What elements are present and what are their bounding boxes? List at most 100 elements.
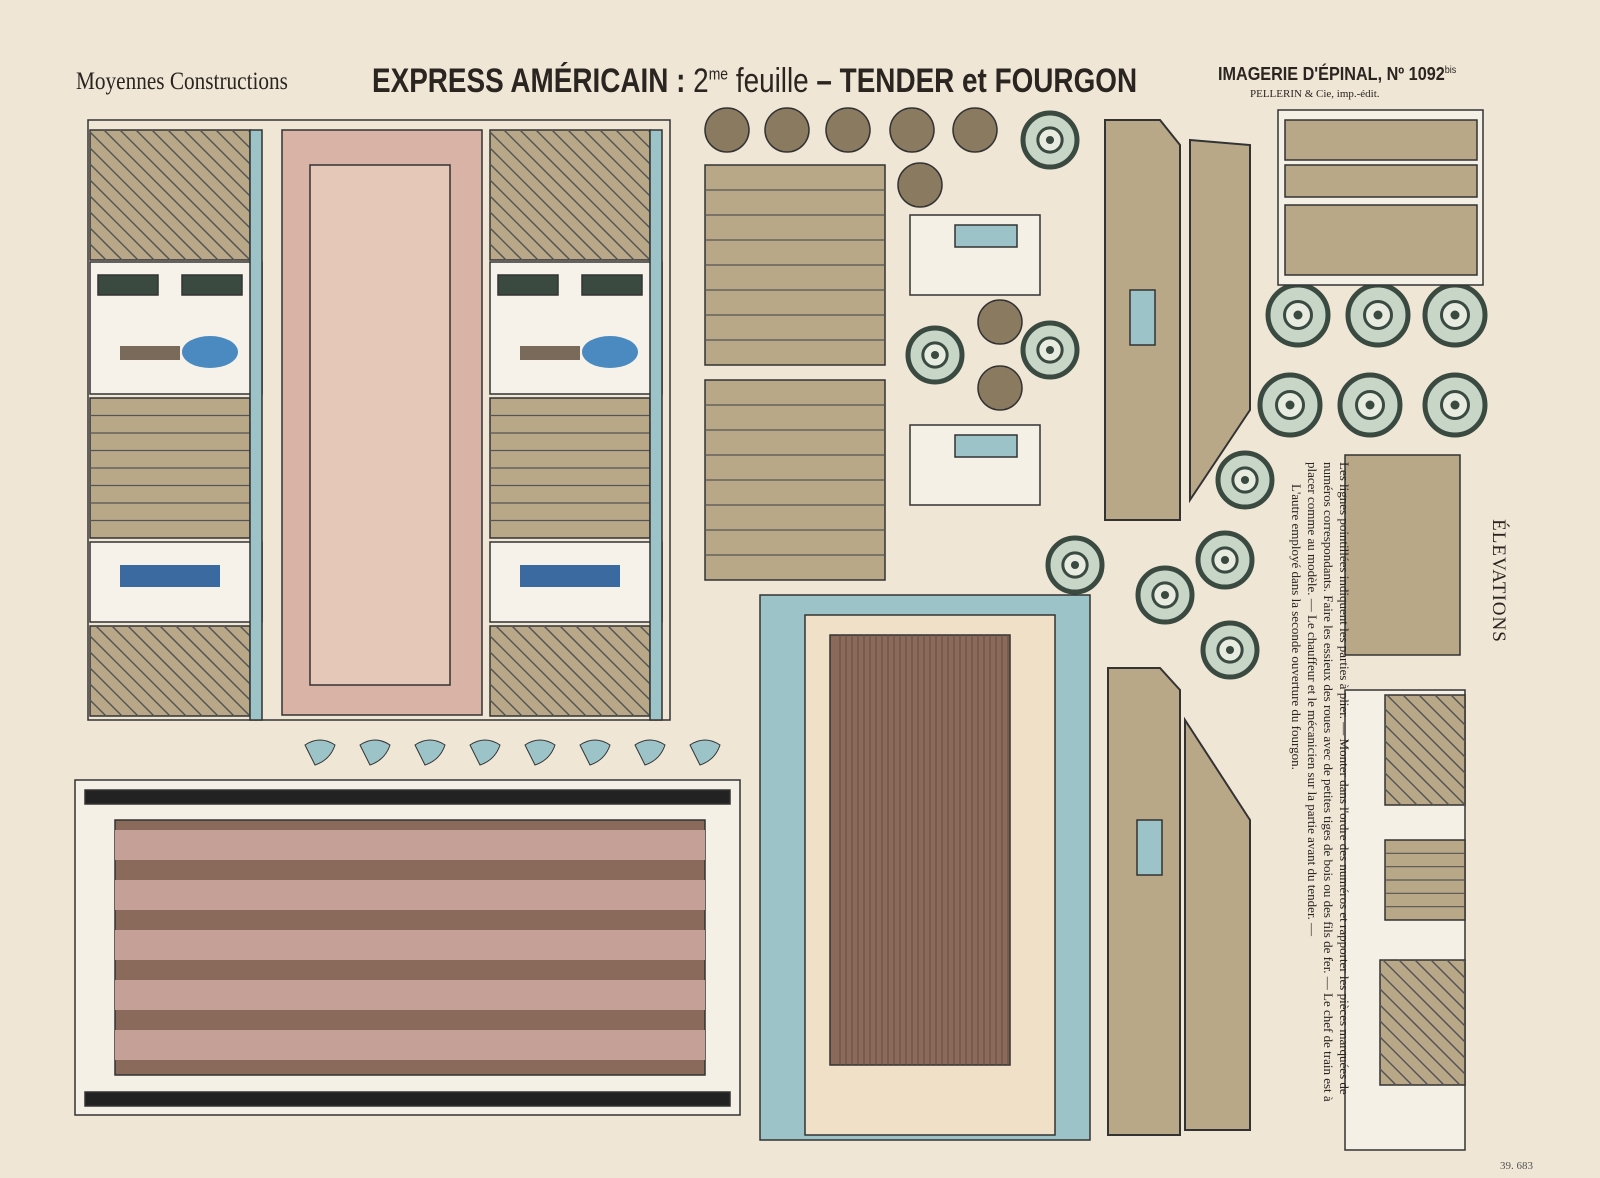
- side-hatch-top-hatch: [489, 147, 603, 261]
- grille: [181, 274, 243, 296]
- side-hatch-top-hatch: [89, 179, 171, 261]
- elevation-hatch-2-hatch: [1382, 959, 1466, 1043]
- elevation-hatch-2-hatch: [1414, 959, 1466, 1011]
- side-hatch-top-hatch: [119, 129, 251, 261]
- disc-part: [704, 107, 750, 153]
- hook-part: [524, 739, 556, 766]
- rail-bottom: [84, 1091, 731, 1107]
- tender-side-2: [1107, 667, 1181, 1136]
- side-hatch-bottom-hatch: [89, 667, 139, 717]
- figure-uniform: [120, 565, 220, 587]
- side-hatch-top-hatch: [489, 211, 539, 261]
- side-hatch-bottom-hatch: [489, 667, 539, 717]
- side-hatch-bottom-hatch: [489, 683, 523, 717]
- tender-slope-2: [1184, 716, 1251, 1131]
- disc-part: [952, 107, 998, 153]
- publisher-text: IMAGERIE D'ÉPINAL, Nº 1092: [1218, 64, 1445, 84]
- side-hatch-top-hatch: [183, 129, 251, 197]
- tank-strip: [1284, 164, 1478, 198]
- side-hatch-bottom-hatch: [127, 625, 219, 717]
- side-hatch-bottom-hatch: [175, 625, 251, 701]
- elevation-hatch-2-hatch: [1379, 988, 1466, 1075]
- side-hatch-top-hatch: [151, 129, 251, 229]
- floor-plank: [115, 980, 705, 1010]
- side-hatch-top-hatch: [89, 147, 203, 261]
- side-hatch-bottom-hatch: [223, 625, 251, 653]
- elevation-hatch-2-hatch: [1379, 1036, 1429, 1086]
- wheel-axle: [1045, 345, 1055, 355]
- elevation-hatch-2-hatch: [1430, 959, 1466, 995]
- side-hatch-bottom-hatch: [489, 635, 571, 717]
- disc-part: [764, 107, 810, 153]
- side-hatch-top-hatch: [489, 227, 523, 261]
- floor-plank: [115, 930, 705, 960]
- tank-strip: [1284, 204, 1478, 276]
- spoked-wheel-axle: [1373, 310, 1383, 320]
- instructions-last: L'autre employé dans la seconde ouvertur…: [1289, 484, 1304, 770]
- series-label: Moyennes Constructions: [76, 68, 288, 95]
- side-hatch-top-hatch: [89, 211, 139, 261]
- disc-part: [897, 162, 943, 208]
- elevation-hatch-hatch: [1384, 756, 1434, 806]
- side-hatch-bottom-hatch: [639, 625, 651, 637]
- wheel-axle: [1160, 590, 1170, 600]
- side-hatch-bottom-hatch: [607, 625, 651, 669]
- hook-part: [579, 739, 611, 766]
- side-hatch-top-hatch: [489, 163, 587, 261]
- elevation-hatch-2-hatch: [1379, 1020, 1445, 1086]
- side-hatch-bottom-hatch: [207, 625, 251, 669]
- floor-plank: [115, 830, 705, 860]
- disc-part: [825, 107, 871, 153]
- grille: [97, 274, 159, 296]
- wheel-axle: [1070, 560, 1080, 570]
- figure-uniform: [520, 565, 620, 587]
- title-main: EXPRESS AMÉRICAIN :: [372, 62, 686, 100]
- side-hatch-bottom: [489, 625, 651, 717]
- side-hatch-bottom-hatch: [623, 625, 651, 653]
- spoked-wheel-axle: [1285, 400, 1295, 410]
- side-post: [649, 129, 663, 721]
- tender-slope: [1189, 138, 1251, 504]
- plate: [1129, 289, 1156, 346]
- publisher-label: IMAGERIE D'ÉPINAL, Nº 1092bis: [1218, 64, 1456, 85]
- side-hatch-bottom-hatch: [489, 699, 507, 717]
- side-hatch-top-hatch: [89, 243, 107, 261]
- side-hatch-top-hatch: [89, 227, 123, 261]
- wheel-axle: [1220, 555, 1230, 565]
- side-hatch-bottom-hatch: [111, 625, 203, 717]
- elevation-hatch-hatch: [1450, 694, 1466, 710]
- elevations-label: ÉLEVATIONS: [1487, 519, 1509, 643]
- bogie-window: [954, 224, 1018, 248]
- side-hatch-bottom-hatch: [489, 651, 555, 717]
- elevation-hatch-hatch: [1418, 694, 1466, 742]
- car-floor: [829, 634, 1011, 1066]
- grille: [581, 274, 643, 296]
- elevation-hatch-hatch: [1384, 724, 1466, 806]
- side-post: [249, 129, 263, 721]
- elevation-tender: [1344, 454, 1461, 656]
- printer-label: PELLERIN & Cie, imp.-édit.: [1250, 88, 1380, 100]
- title-parts: – TENDER et FOURGON: [816, 62, 1138, 100]
- title-sheet-num: 2: [693, 62, 709, 100]
- side-hatch-top-hatch: [583, 129, 651, 197]
- side-hatch-bottom-hatch: [495, 625, 587, 717]
- wheel-axle: [930, 350, 940, 360]
- floor-plank: [115, 880, 705, 910]
- elevation-hatch-hatch: [1384, 740, 1450, 806]
- side-hatch-bottom: [89, 625, 251, 717]
- figure-legs: [520, 346, 580, 360]
- disc-part: [977, 299, 1023, 345]
- tank-strip: [1284, 119, 1478, 161]
- side-hatch-bottom-hatch: [95, 625, 187, 717]
- elevation-hatch-hatch: [1384, 788, 1402, 806]
- side-hatch-top-hatch: [167, 129, 251, 213]
- side-hatch-top-hatch: [89, 195, 155, 261]
- figure-coat: [582, 336, 638, 368]
- side-hatch-top-hatch: [599, 129, 651, 181]
- side-hatch-top-hatch: [489, 195, 555, 261]
- side-hatch-bottom-hatch: [543, 625, 635, 717]
- title-sheet-word: feuille: [735, 62, 809, 100]
- side-hatch-top-hatch: [199, 129, 251, 181]
- side-hatch-bottom-hatch: [89, 635, 171, 717]
- publisher-sup: bis: [1444, 65, 1457, 76]
